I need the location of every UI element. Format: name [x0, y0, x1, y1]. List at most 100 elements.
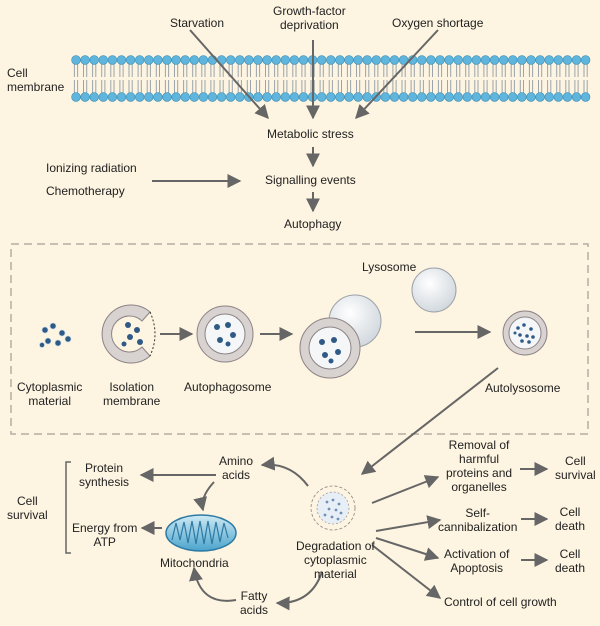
lipid-head	[353, 92, 363, 102]
lipid-head	[71, 92, 81, 102]
degradation-shape	[310, 485, 356, 531]
lipid-head	[271, 92, 281, 102]
lipid-head	[326, 55, 336, 65]
lipid-head	[244, 55, 254, 65]
lipid-head	[544, 92, 554, 102]
autophagy-process-box	[10, 243, 589, 435]
lipid-head	[417, 55, 427, 65]
arrow-autolysosome-to-degradation	[360, 367, 499, 475]
lipid-head	[317, 92, 327, 102]
lipid-head	[271, 55, 281, 65]
lipid-head	[71, 55, 81, 65]
lipid-head	[571, 92, 582, 102]
lipid-head	[107, 92, 118, 102]
lipid-head	[80, 55, 90, 65]
arrow-to-control-growth	[371, 544, 442, 599]
starvation-label: Starvation	[170, 16, 225, 30]
lipid-head	[544, 55, 554, 65]
lipid-head	[371, 55, 381, 65]
lipid-head	[444, 55, 454, 65]
lipid-head	[389, 92, 400, 102]
lipid-head	[553, 92, 563, 102]
autolysosome-shape	[502, 310, 548, 356]
lipid-head	[280, 92, 290, 102]
lipid-head	[262, 55, 272, 65]
lipid-head	[89, 55, 99, 65]
cytoplasmic-material-dots	[39, 322, 72, 348]
arrow-to-removal	[371, 475, 440, 504]
lipid-head	[526, 55, 536, 65]
autophagosome-shape	[196, 305, 254, 363]
lipid-head	[453, 55, 463, 65]
lipid-head	[198, 92, 209, 102]
lipid-head	[107, 55, 118, 65]
lipid-head	[562, 92, 573, 102]
lipid-head	[207, 92, 218, 102]
oxygen-label: Oxygen shortage	[392, 16, 484, 30]
lipid-head	[317, 55, 327, 65]
arrow-fatty-to-mitochondria	[189, 566, 237, 602]
arrow-starvation	[189, 29, 269, 120]
fusion-shape	[299, 294, 382, 379]
lipid-head	[189, 55, 200, 65]
lipid-head	[426, 55, 436, 65]
metabolic-stress-label: Metabolic stress	[267, 127, 354, 141]
lipid-head	[153, 55, 163, 65]
lipid-head	[571, 55, 582, 65]
lipid-head	[444, 92, 454, 102]
lipid-head	[171, 92, 181, 102]
autophagosome-label: Autophagosome	[184, 380, 272, 394]
control-growth-label: Control of cell growth	[444, 595, 557, 609]
lipid-head	[362, 55, 372, 65]
lipid-head	[535, 92, 545, 102]
lipid-head	[253, 55, 263, 65]
lipid-head	[417, 92, 427, 102]
lipid-head	[380, 55, 391, 65]
lipid-head	[226, 92, 236, 102]
lipid-head	[517, 92, 527, 102]
lipid-head	[526, 92, 536, 102]
autolysosome-label: Autolysosome	[485, 381, 561, 395]
lipid-head	[180, 92, 190, 102]
lipid-head	[499, 92, 509, 102]
arrow-oxygen	[355, 29, 439, 120]
lipid-head	[362, 92, 372, 102]
lipid-head	[171, 55, 181, 65]
lipid-head	[135, 55, 145, 65]
mitochondria-label: Mitochondria	[160, 556, 229, 570]
lipid-head	[517, 55, 527, 65]
lipid-head	[162, 55, 172, 65]
lipid-head	[162, 92, 172, 102]
lipid-head	[144, 55, 154, 65]
lipid-head	[253, 92, 263, 102]
isolation-membrane-shape	[101, 304, 156, 364]
lipid-head	[353, 55, 363, 65]
arrow-to-apoptosis	[375, 537, 440, 561]
arrow-to-self-cannibalization	[375, 515, 442, 532]
lipid-head	[535, 55, 545, 65]
lipid-head	[80, 92, 90, 102]
lipid-head	[562, 55, 573, 65]
lipid-head	[144, 92, 154, 102]
lipid-head	[344, 92, 354, 102]
arrow-degradation-to-amino	[260, 456, 309, 487]
cell-membrane	[71, 55, 591, 102]
lipid-head	[344, 55, 354, 65]
chemo-label: Chemotherapy	[46, 184, 125, 198]
lipid-head	[508, 55, 518, 65]
lipid-head	[480, 92, 491, 102]
lipid-head	[289, 92, 300, 102]
lipid-head	[435, 92, 445, 102]
lipid-head	[198, 55, 209, 65]
lipid-head	[289, 55, 300, 65]
lipid-head	[125, 55, 136, 65]
lipid-head	[216, 92, 227, 102]
